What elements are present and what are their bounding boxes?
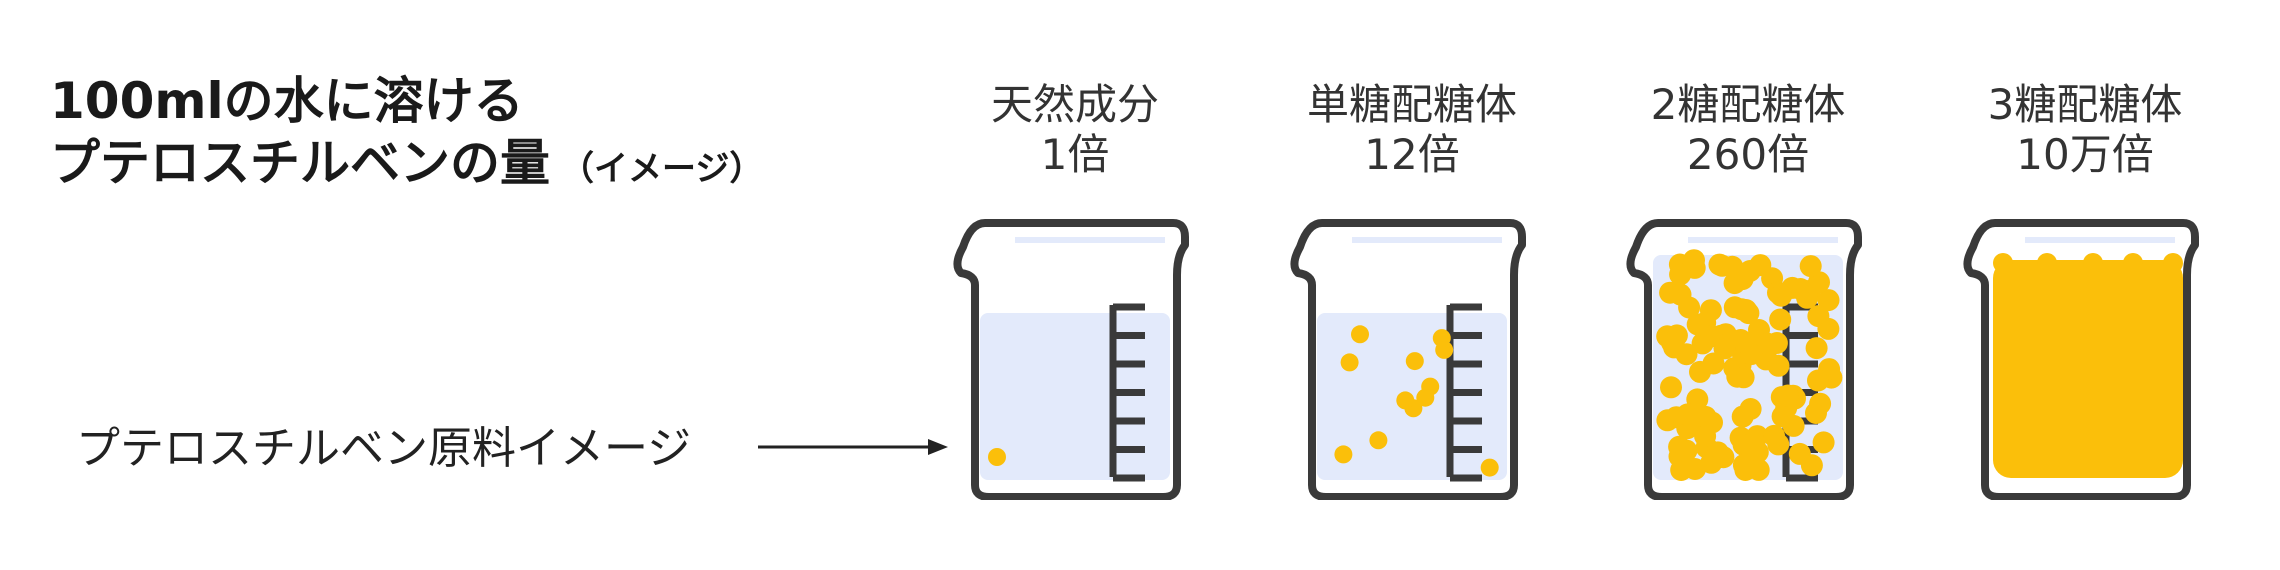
particle <box>1670 459 1693 481</box>
title-line-2: プテロスチルベンの量 <box>50 134 550 192</box>
water-line <box>1015 237 1165 243</box>
particle <box>1713 337 1736 360</box>
scale-marks <box>1109 303 1145 482</box>
particle <box>1756 332 1779 355</box>
particle <box>1686 313 1709 336</box>
particle <box>1661 331 1683 354</box>
compound-name: 単糖配糖体 <box>1306 80 1517 129</box>
particle <box>1669 283 1692 306</box>
particle <box>1676 403 1699 426</box>
beaker-icon <box>953 219 1189 500</box>
beaker-outline <box>953 219 1189 500</box>
particle <box>1796 286 1819 309</box>
particle <box>1807 369 1829 392</box>
particle <box>1746 441 1769 464</box>
raw-material-caption: プテロスチルベン原料イメージ <box>76 423 692 474</box>
diagram-title: 100mlの水に溶ける プテロスチルベンの量（イメージ） <box>50 70 763 200</box>
particle <box>1788 442 1811 465</box>
title-note: （イメージ） <box>560 149 764 189</box>
beaker-outline <box>1626 219 1862 500</box>
beaker-icon <box>1290 219 1526 500</box>
arrow-right-icon <box>758 439 948 455</box>
particle <box>1734 459 1757 481</box>
title-line-1: 100mlの水に溶ける <box>50 72 524 130</box>
particle <box>1369 431 1388 450</box>
solubility-ratio: 10万倍 <box>2016 130 2154 179</box>
compound-name: 天然成分 <box>990 80 1159 129</box>
particle <box>1817 289 1840 312</box>
water <box>980 313 1170 480</box>
particle <box>1675 439 1698 462</box>
beaker-icon <box>1626 219 1862 500</box>
solubility-ratio: 12倍 <box>1364 130 1460 179</box>
beaker-outline <box>1290 219 1526 500</box>
beaker-outline <box>1963 219 2199 500</box>
water-line <box>2025 237 2175 243</box>
particle <box>2163 253 2183 273</box>
dissolved-solution <box>1993 260 2183 478</box>
particle <box>1746 425 1769 448</box>
particle <box>1340 353 1359 372</box>
compound-name: 3糖配糖体 <box>1987 80 2183 129</box>
particle <box>1694 425 1717 448</box>
particle <box>1396 391 1415 410</box>
particle <box>1660 376 1682 399</box>
particle <box>1763 424 1785 447</box>
water-line <box>1352 237 1502 243</box>
compound-name: 2糖配糖体 <box>1650 80 1846 129</box>
particle <box>1805 337 1828 360</box>
particle <box>1435 340 1454 359</box>
particle <box>1683 249 1705 272</box>
particle <box>1723 296 1746 319</box>
particle <box>1782 414 1805 437</box>
particle <box>1351 325 1369 344</box>
beaker-icon <box>1963 219 2199 500</box>
particle <box>1739 398 1762 420</box>
particle <box>1740 343 1763 366</box>
particle <box>1694 405 1717 428</box>
particle <box>1770 284 1793 307</box>
particle <box>1776 384 1799 407</box>
particle <box>1689 360 1711 383</box>
particle <box>1669 263 1692 286</box>
particle <box>1334 445 1353 464</box>
particle <box>1807 305 1830 328</box>
particle <box>1721 255 1744 278</box>
particle <box>1799 255 1822 278</box>
particle <box>1812 431 1835 454</box>
particle <box>2123 253 2143 273</box>
particle <box>2037 253 2057 273</box>
particle <box>1405 352 1424 371</box>
solubility-ratio: 1倍 <box>1040 130 1110 179</box>
particle <box>1706 441 1729 464</box>
solubility-ratio: 260倍 <box>1686 130 1810 179</box>
particle <box>1767 354 1790 377</box>
particle <box>988 448 1006 466</box>
particle <box>1805 402 1827 424</box>
water-line <box>1688 237 1838 243</box>
particle <box>1993 253 2013 273</box>
scale-marks <box>1446 303 1482 482</box>
particle <box>1480 458 1499 477</box>
particle <box>1732 366 1755 389</box>
particle <box>2083 253 2103 273</box>
particle <box>1769 308 1792 331</box>
particle <box>1416 388 1435 407</box>
